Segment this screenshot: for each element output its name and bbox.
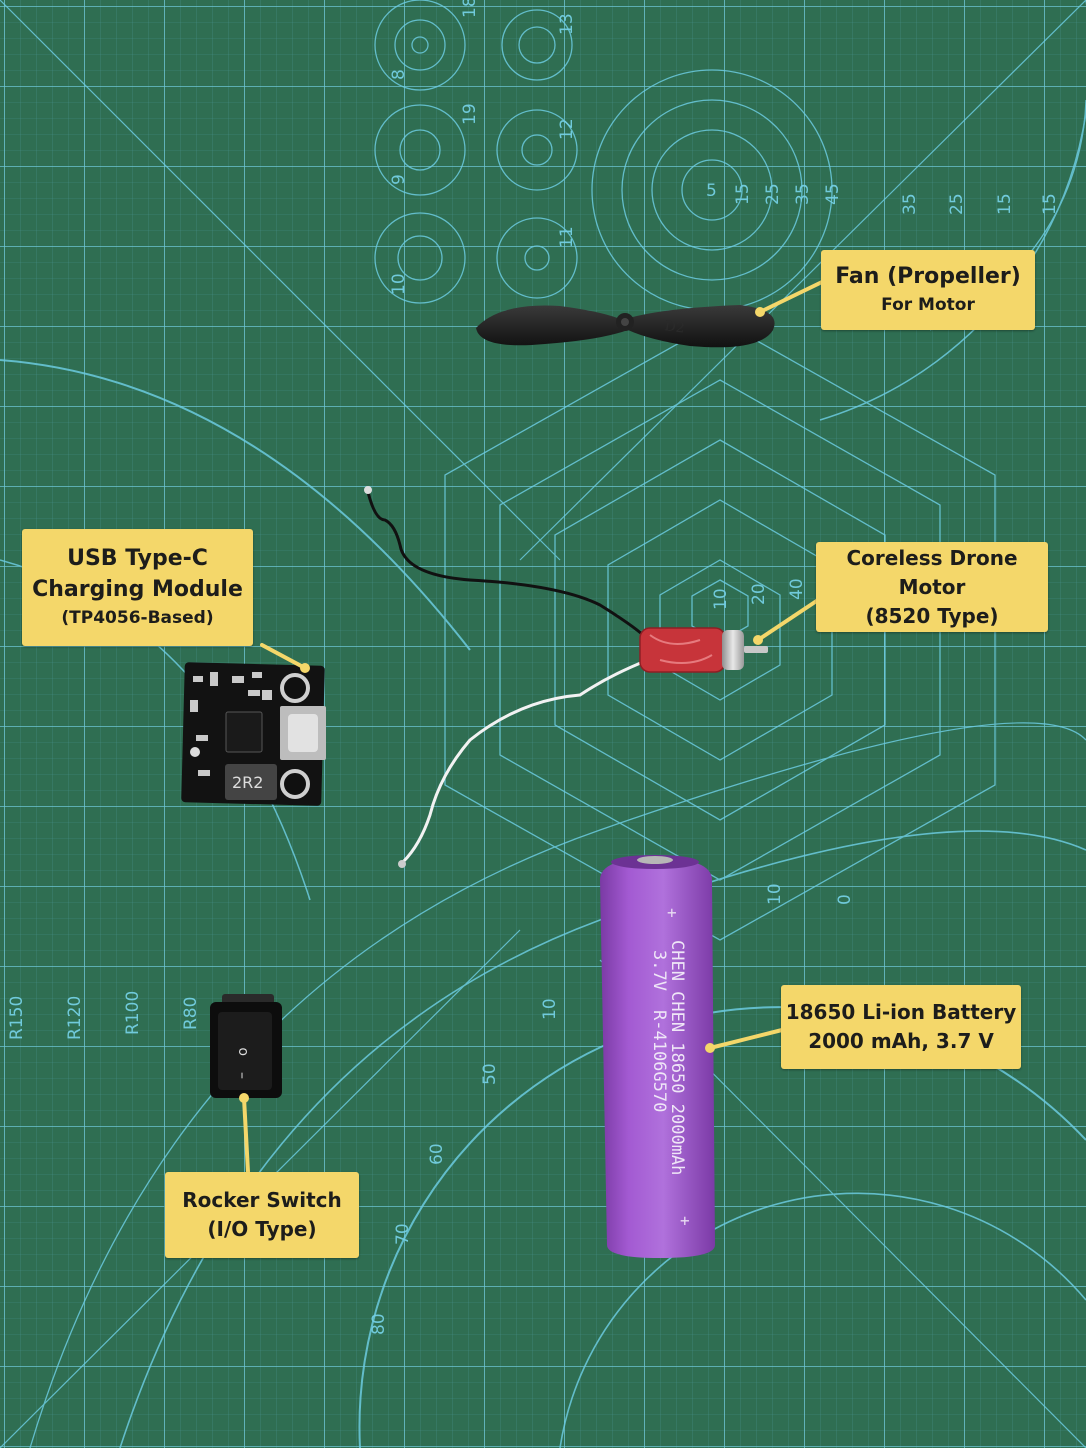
usb-leader bbox=[260, 643, 307, 670]
mat-number: R100 bbox=[123, 991, 143, 1035]
propeller: D2 bbox=[476, 305, 775, 348]
mat-number: 18 bbox=[460, 0, 480, 18]
label-battery: 18650 Li-ion Battery 2000 mAh, 3.7 V bbox=[781, 985, 1021, 1069]
mat-number: R150 bbox=[7, 996, 27, 1040]
mat-number: R80 bbox=[181, 997, 201, 1030]
mat-number: 10 bbox=[711, 588, 731, 610]
label-coreless-motor: Coreless Drone Motor (8520 Type) bbox=[816, 542, 1048, 632]
mat-number: 35 bbox=[900, 193, 920, 215]
label-fan-title: Fan (Propeller) bbox=[835, 263, 1021, 289]
label-usb-line2: Charging Module bbox=[32, 576, 243, 602]
label-motor-line1: Coreless Drone Motor bbox=[846, 545, 1018, 599]
label-switch-line1: Rocker Switch bbox=[182, 1188, 342, 1212]
mat-number: 10 bbox=[389, 273, 409, 295]
mat-number: 19 bbox=[460, 103, 480, 125]
label-usb-line3: (TP4056-Based) bbox=[61, 607, 214, 628]
rocker-switch: o – bbox=[210, 994, 282, 1098]
mat-number: 10 bbox=[765, 883, 785, 905]
mat-number: 35 bbox=[793, 183, 813, 205]
mat-number: 45 bbox=[823, 183, 843, 205]
mat-number: 15 bbox=[733, 183, 753, 205]
battery-voltage: 3.7V bbox=[649, 950, 669, 991]
battery-plus-bottom: + bbox=[680, 1211, 690, 1230]
battery-code: R-4106G570 bbox=[649, 1010, 669, 1112]
mat-numbers: R150 R120 R100 R80 8 9 10 11 12 13 18 19… bbox=[7, 0, 1060, 1335]
leader-dots bbox=[239, 307, 765, 1103]
mat-number: 0 bbox=[835, 894, 855, 905]
mat-number: 10 bbox=[540, 998, 560, 1020]
label-battery-line1: 18650 Li-ion Battery bbox=[785, 1000, 1017, 1024]
battery-plus-top: + bbox=[667, 903, 677, 922]
mat-number: 40 bbox=[787, 578, 807, 600]
inductor-marking: 2R2 bbox=[232, 773, 263, 792]
switch-leader bbox=[242, 1096, 250, 1174]
label-fan-propeller: Fan (Propeller) For Motor bbox=[821, 250, 1035, 330]
label-fan-subtitle: For Motor bbox=[881, 294, 975, 315]
label-usb-charging-module: USB Type-C Charging Module (TP4056-Based… bbox=[22, 529, 253, 646]
label-usb-line1: USB Type-C bbox=[67, 545, 208, 571]
mat-number: 12 bbox=[557, 118, 577, 140]
white-wire bbox=[401, 658, 650, 864]
mat-number: 60 bbox=[427, 1143, 447, 1165]
switch-off-marking: o bbox=[235, 1047, 251, 1056]
mat-number: 5 bbox=[706, 181, 717, 201]
mat-number: 15 bbox=[1040, 193, 1060, 215]
switch-on-marking: – bbox=[234, 1072, 250, 1079]
label-rocker-switch: Rocker Switch (I/O Type) bbox=[165, 1172, 359, 1258]
mat-number: 11 bbox=[557, 226, 577, 248]
charging-module: 2R2 bbox=[181, 662, 326, 806]
coreless-motor bbox=[639, 627, 768, 673]
mat-number: 25 bbox=[763, 183, 783, 205]
leader-lines bbox=[242, 280, 824, 1174]
battery-leader bbox=[708, 1028, 784, 1050]
label-switch-line2: (I/O Type) bbox=[207, 1217, 317, 1241]
label-motor-line2: (8520 Type) bbox=[865, 603, 999, 628]
black-wire bbox=[366, 490, 650, 642]
battery-18650: + + CHEN CHEN 18650 2000mAh 3.7V R-4106G… bbox=[600, 855, 715, 1258]
battery-brand: CHEN CHEN 18650 2000mAh bbox=[667, 940, 687, 1175]
mat-number: 20 bbox=[749, 583, 769, 605]
mat-number: 15 bbox=[995, 193, 1015, 215]
mat-number: 25 bbox=[947, 193, 967, 215]
mat-number: R120 bbox=[65, 996, 85, 1040]
motor-leader bbox=[756, 598, 820, 642]
fan-leader bbox=[758, 280, 824, 314]
label-battery-line2: 2000 mAh, 3.7 V bbox=[808, 1029, 994, 1053]
mat-number: 80 bbox=[369, 1313, 389, 1335]
propeller-code: D2 bbox=[663, 318, 685, 337]
motor-wires bbox=[364, 486, 650, 868]
mat-number: 9 bbox=[389, 174, 409, 185]
mat-number: 13 bbox=[557, 13, 577, 35]
mat-number: 50 bbox=[480, 1063, 500, 1085]
mat-number: 70 bbox=[393, 1223, 413, 1245]
mat-number: 8 bbox=[389, 69, 409, 80]
